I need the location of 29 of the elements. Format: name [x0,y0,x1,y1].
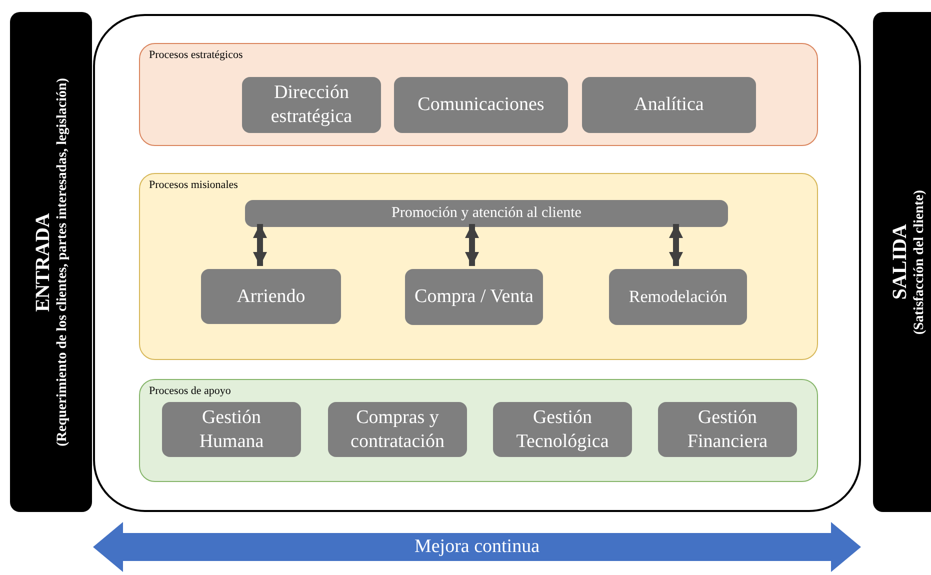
process-box: Arriendo [201,269,341,324]
process-box: Compra / Venta [405,269,543,325]
process-box: Gestión Financiera [658,402,797,457]
group-title: Procesos estratégicos [149,49,243,61]
input-bar [10,12,92,512]
double-arrow [253,224,267,266]
process-group-panel [139,43,818,146]
process-box: Compras y contratación [328,402,467,457]
arrow-label: Mejora continua [414,536,540,558]
process-box: Comunicaciones [394,77,568,133]
bar-subtitle: (Satisfacción del cliente) [912,190,928,334]
double-arrow [465,224,479,266]
process-group-panel [139,173,818,360]
output-bar [873,12,931,512]
process-box: Remodelación [609,269,747,325]
process-box: Gestión Tecnológica [493,402,632,457]
process-map-frame [93,14,861,512]
bar-heading: SALIDA [888,224,912,300]
process-box: Promoción y atención al cliente [245,200,728,227]
double-arrow [669,224,683,266]
bar-subtitle: (Requerimiento de los clientes, partes interesadas, legislación) [54,78,70,446]
process-box: Analítica [582,77,756,133]
process-group-panel [139,379,818,482]
improvement-arrow [93,522,861,572]
group-title: Procesos de apoyo [149,385,231,397]
bar-heading: ENTRADA [32,212,54,312]
process-box: Dirección estratégica [242,77,381,133]
group-title: Procesos misionales [149,179,238,191]
process-box: Gestión Humana [162,402,301,457]
